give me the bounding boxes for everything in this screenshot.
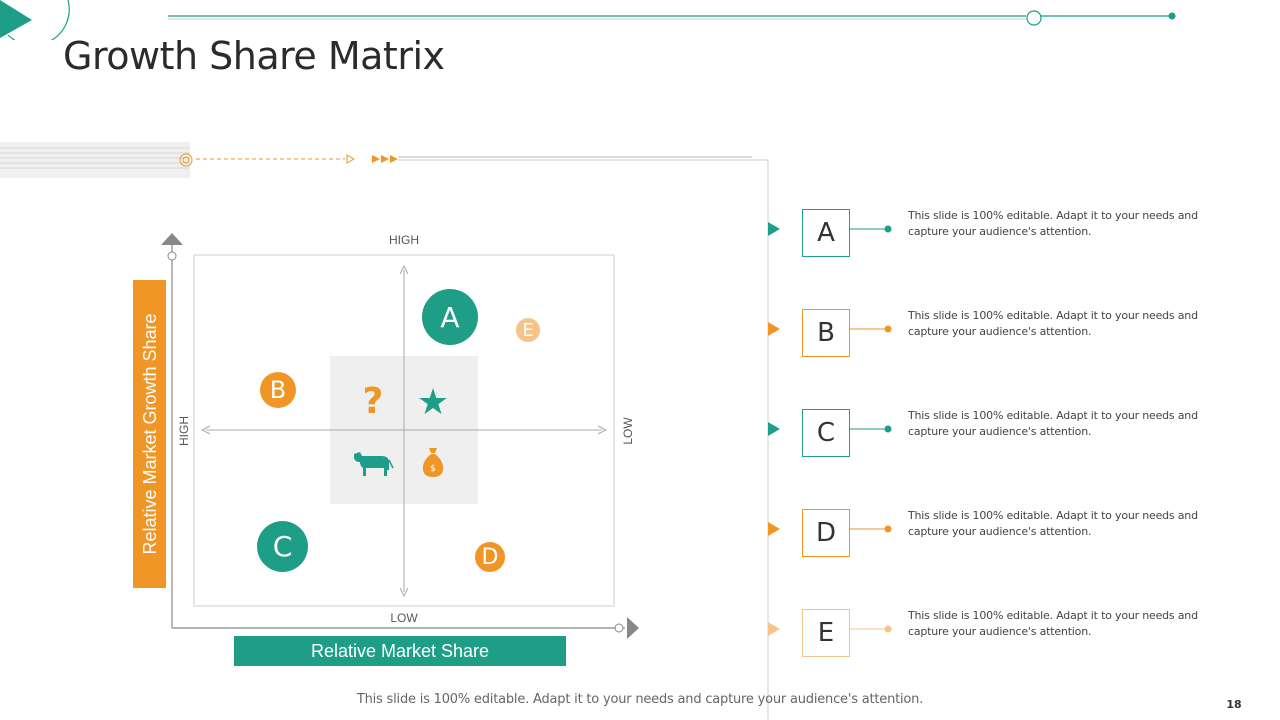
legend-box-d: D (802, 509, 850, 557)
bubble-label: D (481, 544, 499, 570)
y-axis-title-bar: Relative Market Growth Share (133, 280, 166, 588)
legend-text-c: This slide is 100% editable. Adapt it to… (908, 409, 1198, 438)
bubble-label: B (269, 376, 287, 404)
legend-letter: C (816, 418, 836, 448)
y-axis-title: Relative Market Growth Share (140, 313, 160, 555)
top-decoration (0, 0, 1176, 40)
bubble-b: B (260, 372, 296, 408)
legend-letter: A (817, 218, 835, 248)
frame-decoration (0, 142, 769, 720)
x-axis-title-bar: Relative Market Share (234, 636, 566, 666)
bubble-e: E (516, 318, 540, 342)
matrix-graphic (161, 233, 639, 639)
footer-text: This slide is 100% editable. Adapt it to… (356, 692, 924, 707)
star-icon: ★ (416, 382, 450, 423)
money-bag-icon: $ (422, 448, 444, 477)
bubble-label: A (440, 300, 460, 334)
bubble-c: C (257, 521, 308, 572)
legend-text-d: This slide is 100% editable. Adapt it to… (908, 509, 1198, 538)
x-axis-title: Relative Market Share (310, 641, 490, 661)
page-number: 18 (1226, 698, 1242, 711)
legend-box-e: E (802, 609, 850, 657)
legend-connectors (768, 222, 892, 636)
legend-letter: D (815, 518, 837, 548)
legend-text-b: This slide is 100% editable. Adapt it to… (908, 309, 1198, 338)
page-title: Growth Share Matrix (63, 34, 445, 78)
bubble-label: C (272, 530, 293, 563)
legend-text-a: This slide is 100% editable. Adapt it to… (908, 209, 1198, 238)
cow-icon (354, 452, 394, 476)
top-high-label: HIGH (389, 233, 419, 247)
legend-text-e: This slide is 100% editable. Adapt it to… (908, 609, 1198, 638)
right-low-label: LOW (621, 417, 635, 445)
legend-box-b: B (802, 309, 850, 357)
bubble-a: A (422, 289, 478, 345)
legend-letter: B (817, 318, 835, 348)
bubble-label: E (522, 319, 534, 341)
legend-letter: E (817, 618, 835, 648)
left-high-label: HIGH (177, 416, 191, 446)
legend-box-c: C (802, 409, 850, 457)
svg-text:$: $ (430, 464, 436, 474)
bottom-low-label: LOW (390, 611, 418, 625)
legend-box-a: A (802, 209, 850, 257)
bubble-d: D (475, 542, 505, 572)
question-icon: ? (362, 381, 384, 422)
